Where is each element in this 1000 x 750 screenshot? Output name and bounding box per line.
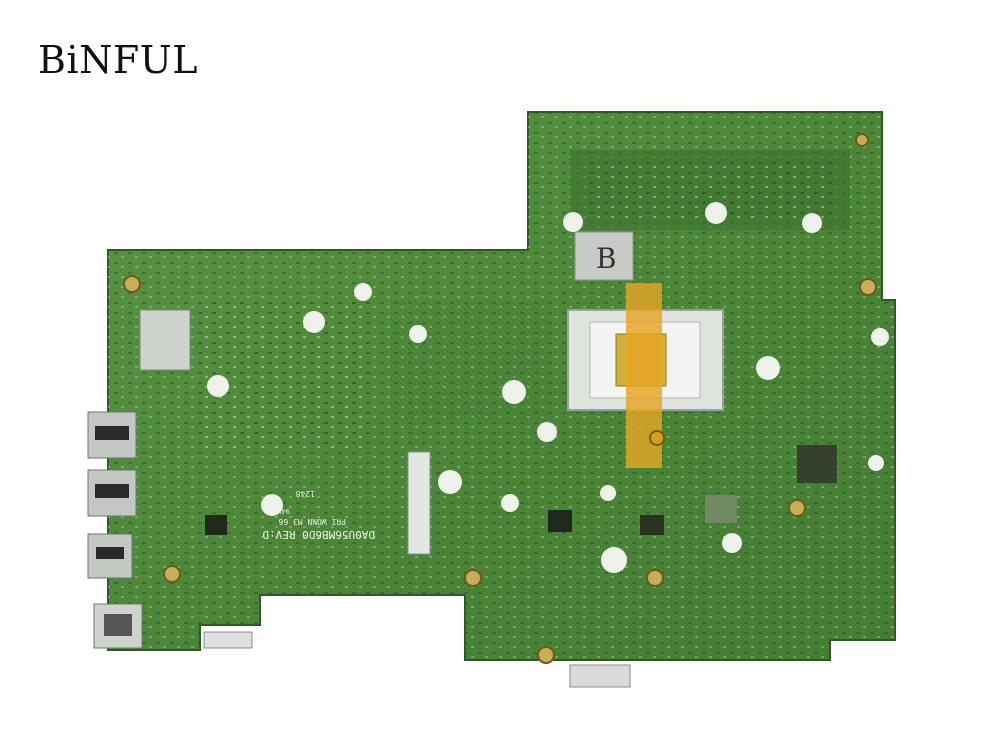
flex-connector — [407, 451, 431, 555]
bottom-connector — [203, 631, 253, 649]
silkscreen-rating: 94V-0 — [269, 507, 290, 515]
silkscreen-maker: PRI WONN M3 66 — [278, 517, 346, 526]
power-connector — [569, 664, 631, 688]
corner-plate — [574, 231, 634, 281]
card-reader — [139, 309, 191, 371]
silkscreen-model: DA0U56MB6D0 REV:D — [262, 528, 375, 541]
silkscreen-date: 1248 — [296, 489, 315, 498]
corner-mark: B — [596, 242, 617, 275]
brand-watermark: BiNFUL — [38, 38, 198, 82]
